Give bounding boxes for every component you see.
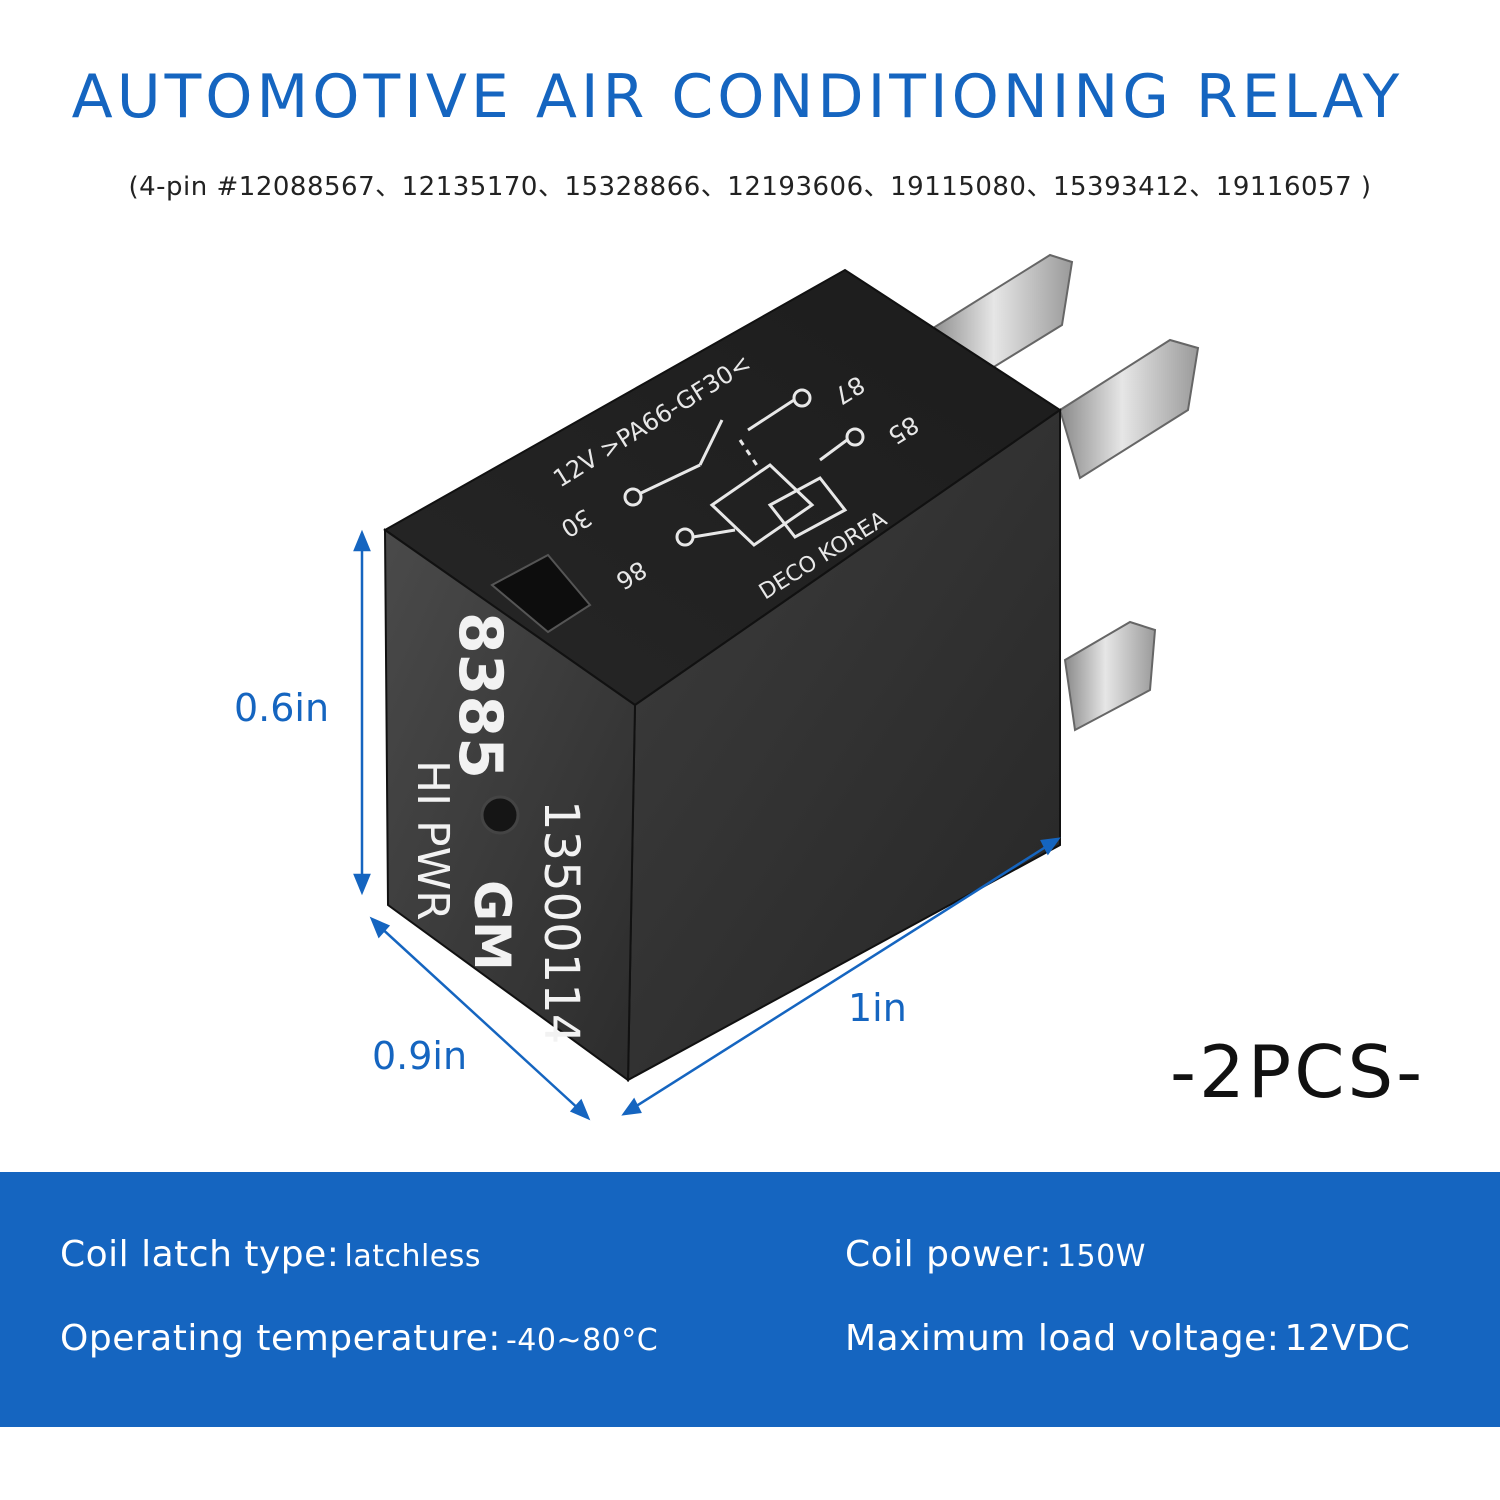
spec-operating-temperature: Operating temperature: -40~80°C (60, 1318, 658, 1359)
relay-body (383, 268, 1062, 1082)
latch-slot (490, 553, 592, 634)
spec-label: Coil latch type: (60, 1234, 340, 1275)
part-code-label: 8385 (445, 612, 515, 779)
spec-value: 12VDC (1284, 1318, 1411, 1359)
pin-middle (1058, 338, 1200, 480)
length-dimension-label: 1in (848, 986, 907, 1030)
brand-logo-label: GM (463, 880, 521, 971)
page-title: AUTOMOTIVE AIR CONDITIONING RELAY (71, 62, 1404, 132)
spec-label: Operating temperature: (60, 1318, 501, 1359)
part-number-label: 13500114 (533, 800, 589, 1044)
spec-value: latchless (344, 1239, 482, 1274)
height-dimension-label: 0.6in (234, 686, 330, 730)
relay-illustration: 12V >PA66-GF30< DECO KOREA 30 86 87 85 8… (353, 253, 1200, 1121)
rivet (480, 795, 520, 835)
length-dimension-line (629, 841, 1053, 1112)
front-face-labels: 8385 HI PWR GM 13500114 (407, 612, 589, 1044)
depth-dimension-line (377, 924, 583, 1113)
spec-coil-power: Coil power: 150W (845, 1234, 1146, 1275)
spec-max-load-voltage: Maximum load voltage: 12VDC (845, 1318, 1410, 1359)
spec-value: -40~80°C (505, 1323, 659, 1358)
schematic-diagram (623, 388, 865, 547)
part-numbers-subtitle: (4-pin #12088567、12135170、15328866、12193… (128, 172, 1372, 202)
spec-coil-latch-type: Coil latch type: latchless (60, 1234, 481, 1275)
depth-dimension-label: 0.9in (372, 1034, 468, 1078)
dimension-lines (353, 529, 1061, 1121)
pin-lower (1063, 620, 1157, 732)
spec-value: 150W (1056, 1239, 1146, 1274)
spec-label: Maximum load voltage: (845, 1318, 1280, 1359)
rating-label: HI PWR (407, 760, 458, 921)
spec-label: Coil power: (845, 1234, 1052, 1275)
spec-panel: Coil latch type: latchless Coil power: 1… (0, 1172, 1500, 1427)
quantity-label: -2PCS- (1170, 1030, 1426, 1114)
